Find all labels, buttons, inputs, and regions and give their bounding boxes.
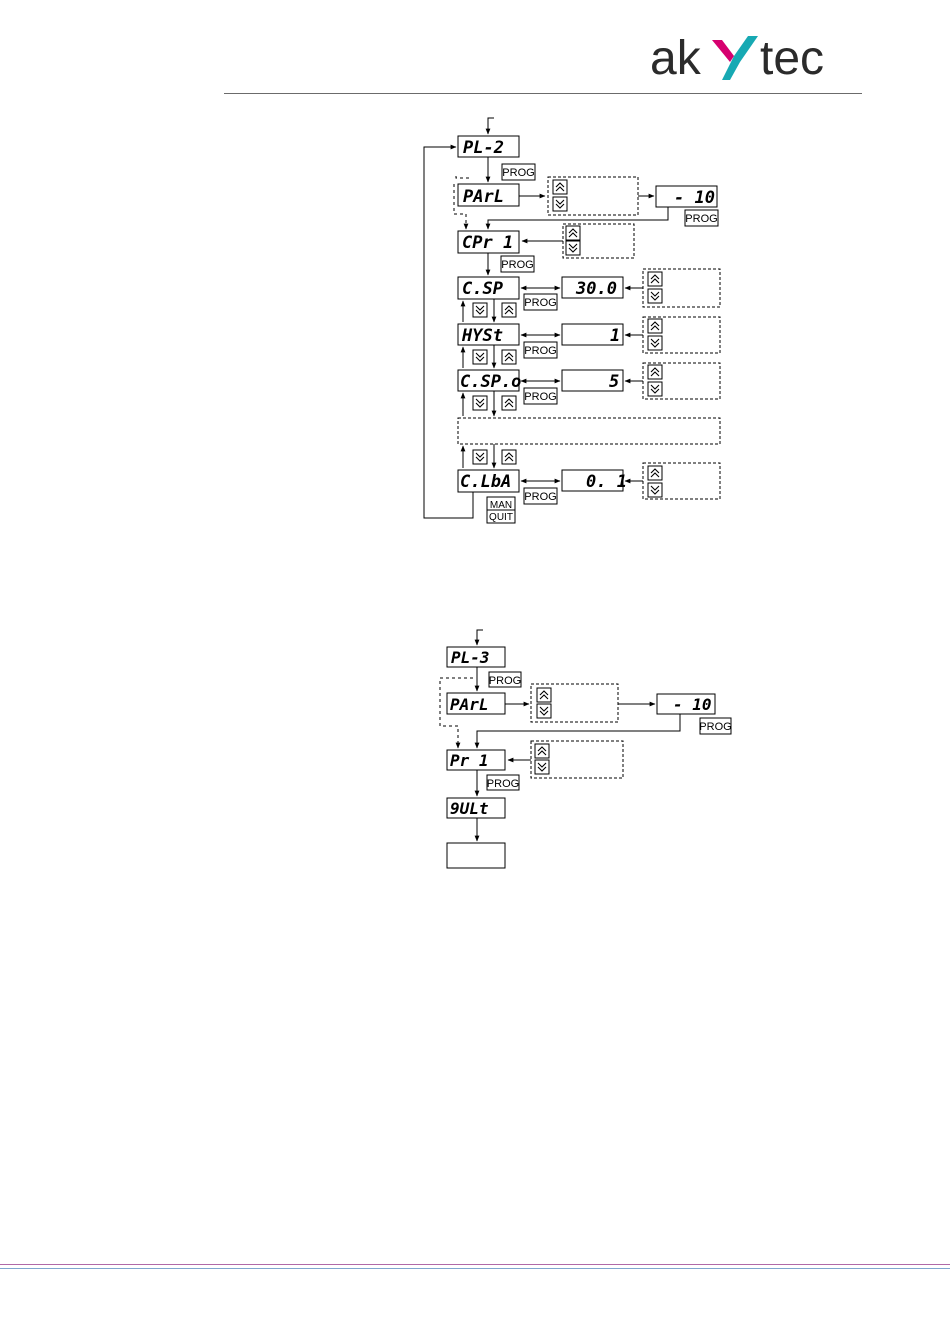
down-key-icon [473,350,487,364]
down-key-icon [537,704,551,718]
display-parl-2: PArL [450,695,489,714]
display-cpr1: CPr 1 [462,233,513,253]
down-key-icon [553,197,567,211]
display-value-minus10-1: - 10 [674,188,715,208]
diagram-1-displays: PL-2 PArL - 10 CPr 1 C.SP 30.0 HYSt 1 C.… [460,138,715,492]
prog-button-6: PROG [524,391,556,403]
display-value-cspo: 5 [609,372,619,392]
down-key-icon [535,760,549,774]
diagram-1 [424,118,720,518]
display-pl2: PL-2 [463,138,504,158]
prog-button-d2-1: PROG [489,675,521,687]
down-key-icon [473,303,487,317]
up-key-icon [502,450,516,464]
display-csp: C.SP [462,279,504,299]
prog-button-7: PROG [524,491,556,503]
man-button: MAN [490,500,512,511]
prog-button-1: PROG [502,167,534,179]
down-key-icon [648,289,662,303]
prog-button-3: PROG [501,259,533,271]
empty-display [447,843,505,868]
prog-button-2: PROG [685,213,717,225]
up-key-icon [648,272,662,286]
display-value-clba: 0. 1 [586,472,627,492]
footer-rule-bottom [0,1268,950,1269]
footer-rule-top [0,1264,950,1265]
up-key-icon [502,350,516,364]
down-key-icon [648,336,662,350]
display-pr1: Pr 1 [450,751,489,770]
prog-button-d2-3: PROG [487,778,519,790]
down-key-icon [473,450,487,464]
display-cspo: C.SP.o [460,372,521,392]
display-clba: C.LbA [460,472,511,492]
up-key-icon [502,303,516,317]
display-hyst: HYSt [461,326,503,346]
up-key-icon [502,396,516,410]
up-key-icon [648,466,662,480]
prog-button-d2-2: PROG [699,721,731,733]
display-pl3: PL-3 [451,648,490,667]
down-key-icon [648,483,662,497]
display-value-minus10-2: - 10 [673,695,712,714]
down-key-icon [566,241,580,255]
display-parl: PArL [463,187,504,207]
display-value-csp: 30.0 [575,279,617,299]
up-key-icon [648,319,662,333]
prog-button-5: PROG [524,345,556,357]
down-key-icon [473,396,487,410]
prog-button-4: PROG [524,297,556,309]
up-key-icon [535,744,549,758]
display-value-hyst: 1 [610,326,620,346]
up-key-icon [648,365,662,379]
up-key-icon [566,226,580,240]
up-key-icon [537,688,551,702]
quit-button: QUIT [489,512,513,523]
down-key-icon [648,382,662,396]
up-key-icon [553,180,567,194]
display-quit: 9ULt [450,799,489,818]
